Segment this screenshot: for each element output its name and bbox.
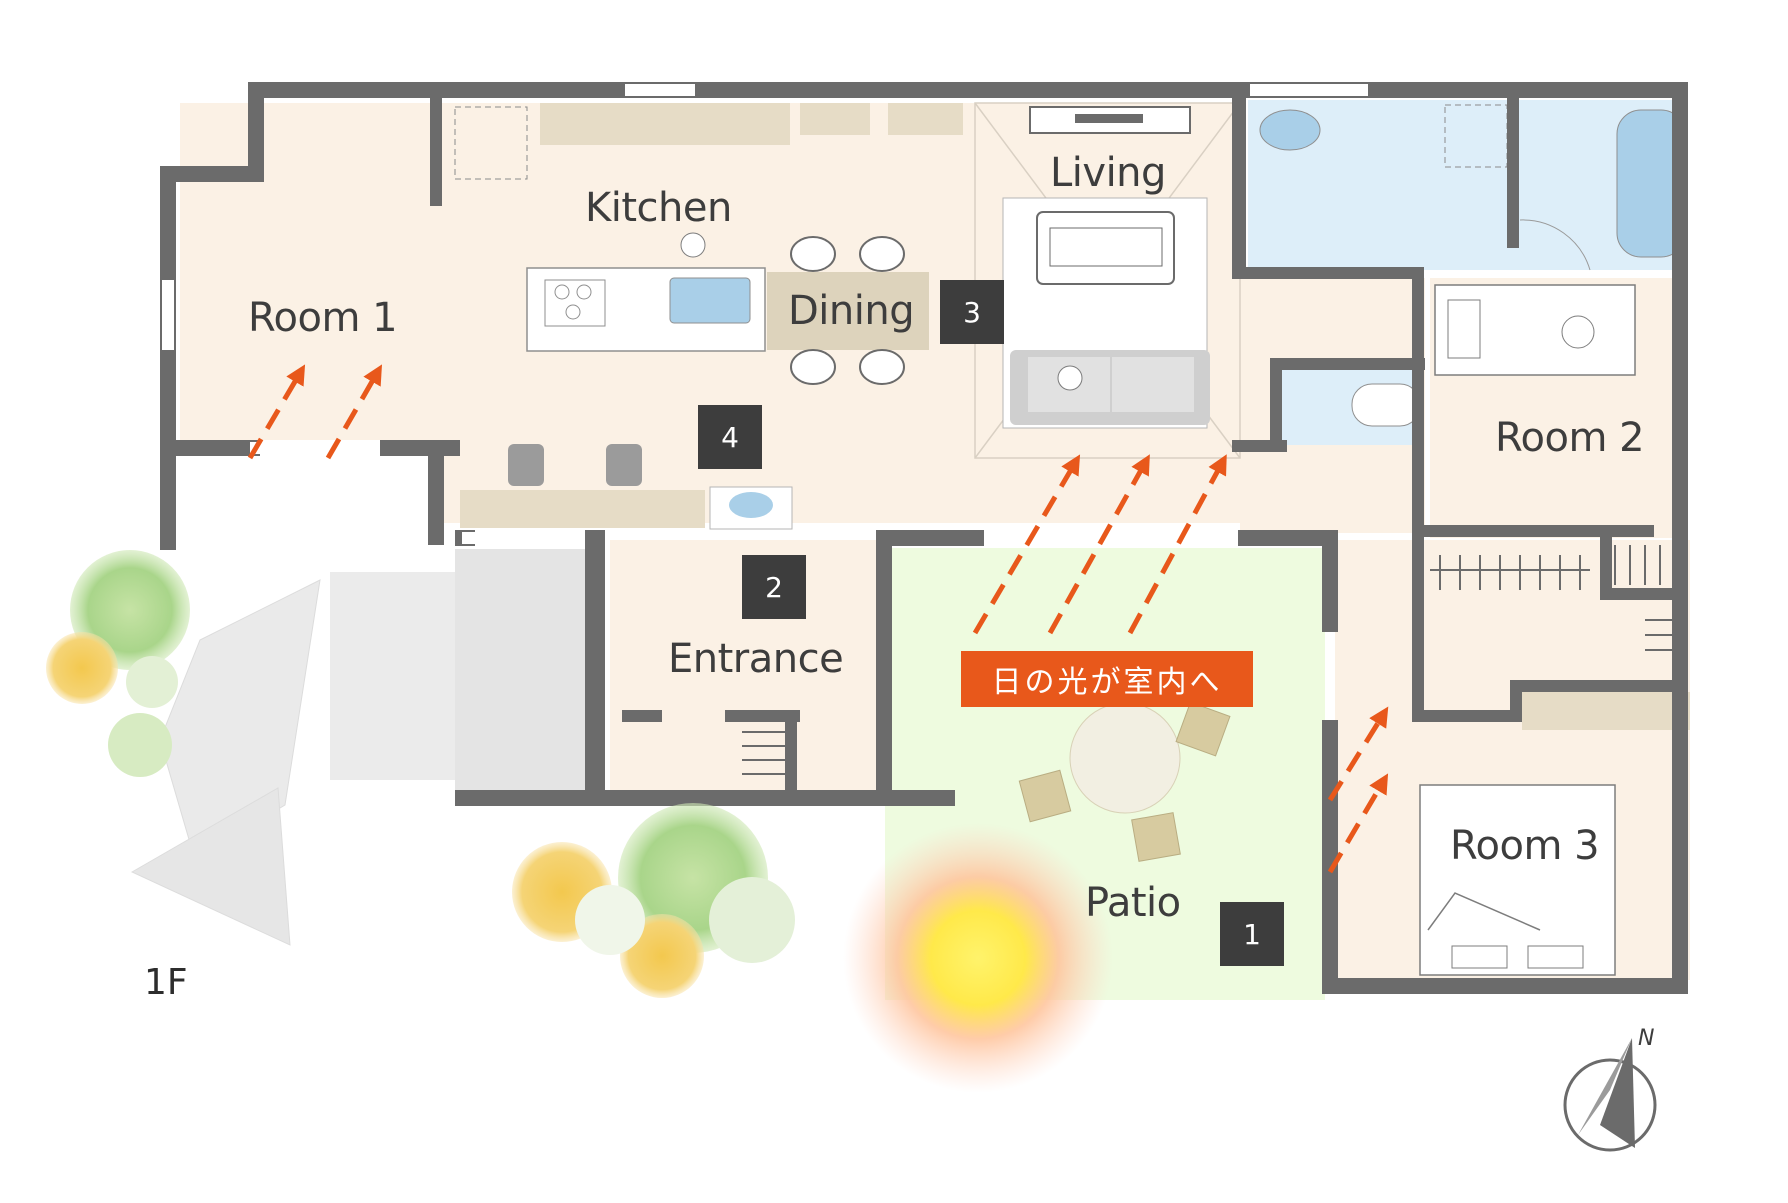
entrance-label: Entrance: [668, 636, 844, 682]
living-furniture: [1002, 106, 1210, 429]
compass: N: [1563, 1026, 1657, 1152]
sunlight-banner: 日の光が室内へ: [961, 651, 1253, 707]
paving-stones: [130, 549, 605, 946]
kitchen-furniture: [454, 103, 963, 530]
sunlight-arrows: [247, 364, 1389, 874]
compass-label: N: [1638, 1026, 1654, 1051]
windows: [162, 84, 1368, 544]
patio-table: [1018, 701, 1231, 862]
patio-label: Patio: [1085, 880, 1181, 926]
floor-label: 1F: [144, 962, 188, 1003]
room2-label: Room 2: [1495, 415, 1645, 461]
trees: [46, 550, 795, 998]
marker-4: 4: [698, 405, 762, 469]
marker-1: 1: [1220, 902, 1284, 966]
marker-2: 2: [742, 555, 806, 619]
room1-label: Room 1: [248, 295, 398, 341]
room3-label: Room 3: [1450, 823, 1600, 869]
marker-3: 3: [940, 280, 1004, 344]
living-label: Living: [1050, 150, 1166, 196]
dining-label: Dining: [788, 288, 915, 334]
room2-bed: [1434, 284, 1636, 376]
sun: [843, 823, 1113, 1093]
room3-bed: [1419, 784, 1616, 976]
closets: [742, 545, 1685, 775]
kitchen-label: Kitchen: [585, 185, 732, 231]
